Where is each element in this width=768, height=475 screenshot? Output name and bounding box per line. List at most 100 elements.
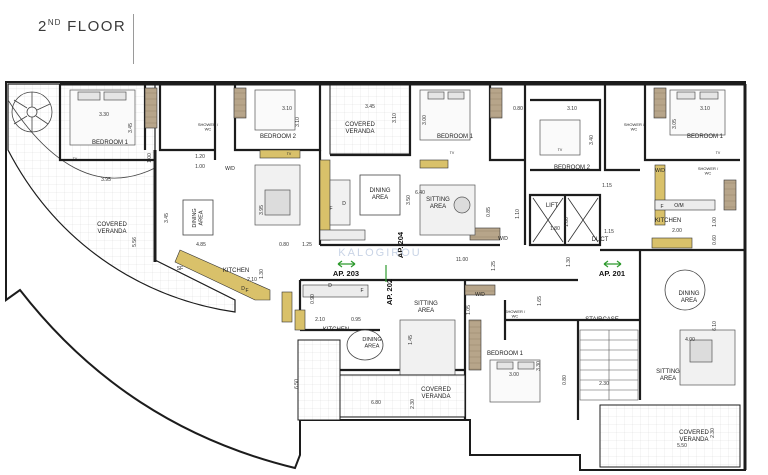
label-line: SHOWER / <box>624 122 645 127</box>
label-line: WC <box>631 127 638 132</box>
dim-340: 3.40 <box>589 135 595 145</box>
dim-130b: 1.30 <box>566 257 572 267</box>
dim-550: 5.50 <box>677 443 687 449</box>
room-bedroom2-b: BEDROOM 2 <box>554 165 591 171</box>
dining-tables <box>182 174 706 361</box>
fixture-f-2: F <box>660 204 663 210</box>
dim-080a: 0.80 <box>513 106 523 112</box>
dim-125b: 1.25 <box>491 261 497 271</box>
floor-title: 2ND FLOOR <box>38 18 126 35</box>
label-line: AREA <box>365 343 380 349</box>
label-line: SHOWER / <box>698 166 719 171</box>
label-line: SITTING <box>414 301 438 307</box>
fixture-shower-wc-2: SHOWER /WC <box>624 122 645 132</box>
label-line: AREA <box>681 298 697 304</box>
fixture-om: O/M <box>674 203 683 209</box>
dim-680: 6.80 <box>371 400 381 406</box>
dim-345c: 3.45 <box>164 213 170 223</box>
dim-115b: 1.15 <box>604 229 614 235</box>
label-line: SITTING <box>656 369 680 375</box>
room-staircase: STAIRCASE <box>585 317 619 323</box>
label-line: WC <box>705 171 712 176</box>
label-line: WC <box>205 127 212 132</box>
dim-115a: 1.15 <box>602 183 612 189</box>
veranda-top-floor <box>329 83 411 155</box>
room-bedroom1-c: BEDROOM 1 <box>687 134 724 140</box>
dim-310d: 3.10 <box>567 106 577 112</box>
dim-200: 2.00 <box>672 228 682 234</box>
room-kitchen-right: KITCHEN <box>655 218 681 224</box>
dim-165: 1.65 <box>537 296 543 306</box>
dim-230a: 2.30 <box>599 381 609 387</box>
dim-230b: 2.30 <box>410 399 416 409</box>
dim-610: 6.10 <box>712 321 718 331</box>
room-lift: LIFT <box>546 203 559 209</box>
beds <box>69 89 726 403</box>
dim-095: 0.95 <box>351 317 361 323</box>
fixture-tv-4: TV <box>558 148 563 152</box>
room-kitchen-left: KITCHEN <box>223 268 249 274</box>
slab-outline <box>5 81 746 471</box>
dim-556: 5.56 <box>132 237 138 247</box>
label-line: COVERED <box>97 222 127 228</box>
label-line: SHOWER / <box>198 122 219 127</box>
label-line: DINING <box>362 337 381 343</box>
label-line: COVERED <box>421 387 451 393</box>
dim-310e: 3.10 <box>700 106 710 112</box>
room-bedroom1-a: BEDROOM 1 <box>92 140 129 146</box>
dim-085: 0.85 <box>486 207 492 217</box>
ap-202-label: AP. 202 <box>385 279 394 305</box>
dim-180b: 1.80 <box>550 226 560 232</box>
label-line: AREA <box>660 376 676 382</box>
room-bedroom2-a: BEDROOM 2 <box>260 134 297 140</box>
title-divider <box>133 14 134 64</box>
label-line: SITTING <box>426 197 450 203</box>
dim-080b: 0.80 <box>279 242 289 248</box>
dim-145: 1.45 <box>408 335 414 345</box>
label-line: DINING <box>679 291 700 297</box>
dim-345b: 3.45 <box>365 104 375 110</box>
fixture-f-4: F <box>245 288 248 294</box>
fixture-sf: SF <box>177 266 183 272</box>
fixture-wd-1: W/D <box>225 166 235 172</box>
label-line: SHOWER / <box>505 309 526 314</box>
exterior-walls <box>60 82 747 470</box>
dim-110: 1.10 <box>515 209 521 219</box>
fixture-shower-wc-1: SHOWER /WC <box>198 122 219 132</box>
label-line: DINING <box>192 208 198 227</box>
ap-204-label: AP. 204 <box>396 231 405 258</box>
room-dining-left: DININGAREA <box>192 208 204 227</box>
label-line: VERANDA <box>421 394 450 400</box>
dim-1100: 11.00 <box>456 257 468 263</box>
watermark: KALOGIROU <box>338 247 421 259</box>
dim-130a: 1.30 <box>259 269 265 279</box>
dim-485: 4.85 <box>196 242 206 248</box>
label-line: VERANDA <box>345 129 374 135</box>
covered-veranda-west-floor <box>7 83 236 313</box>
fixture-tv-5: TV <box>716 151 721 155</box>
fixture-wd-3: W/D <box>655 168 665 174</box>
fixture-tv-2: TV <box>287 152 292 156</box>
veranda-curve-west <box>7 99 156 179</box>
fixture-d-3: D <box>328 283 332 289</box>
fixture-shower-wc-4: SHOWER /WC <box>505 309 526 319</box>
fixture-shower-wc-3: SHOWER /WC <box>698 166 719 176</box>
dim-100b: 1.00 <box>195 164 205 170</box>
label-line: DINING <box>370 188 391 194</box>
dim-100c: 1.00 <box>712 217 718 227</box>
fixture-f-3: F <box>360 288 363 294</box>
floor-suffix: ND <box>47 18 62 27</box>
dim-300a: 3.00 <box>422 115 428 125</box>
room-duct: DUCT <box>592 237 609 243</box>
label-line: AREA <box>430 204 446 210</box>
lift-duct-x <box>532 197 599 243</box>
label-line: WC <box>512 314 519 319</box>
